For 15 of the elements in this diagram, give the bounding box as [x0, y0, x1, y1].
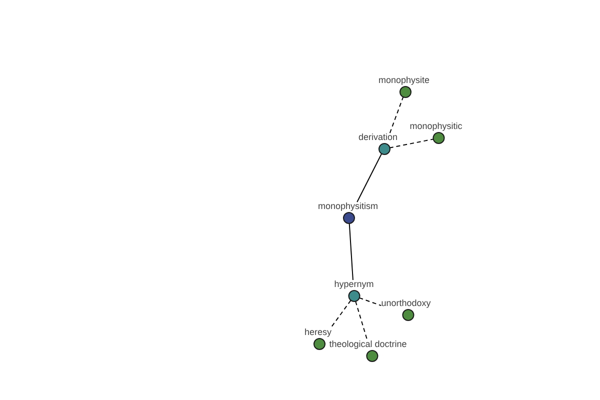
node-label: derivation: [358, 133, 398, 142]
node-label: monophysitic: [410, 122, 462, 131]
dashed-connector: [388, 138, 434, 148]
dashed-connector: [355, 300, 368, 340]
node-label: monophysite: [378, 76, 430, 85]
connector-line: [356, 153, 382, 202]
dashed-connector: [389, 96, 404, 134]
dashed-connector: [358, 297, 382, 306]
node-label: unorthodoxy: [381, 299, 431, 308]
node-label: hypernym: [334, 280, 374, 289]
node-label: heresy: [304, 328, 332, 337]
dashed-connector: [330, 300, 352, 328]
node-label: theological doctrine: [329, 340, 407, 349]
connector-line: [348, 223, 354, 280]
node-label: monophysitism: [318, 202, 378, 211]
